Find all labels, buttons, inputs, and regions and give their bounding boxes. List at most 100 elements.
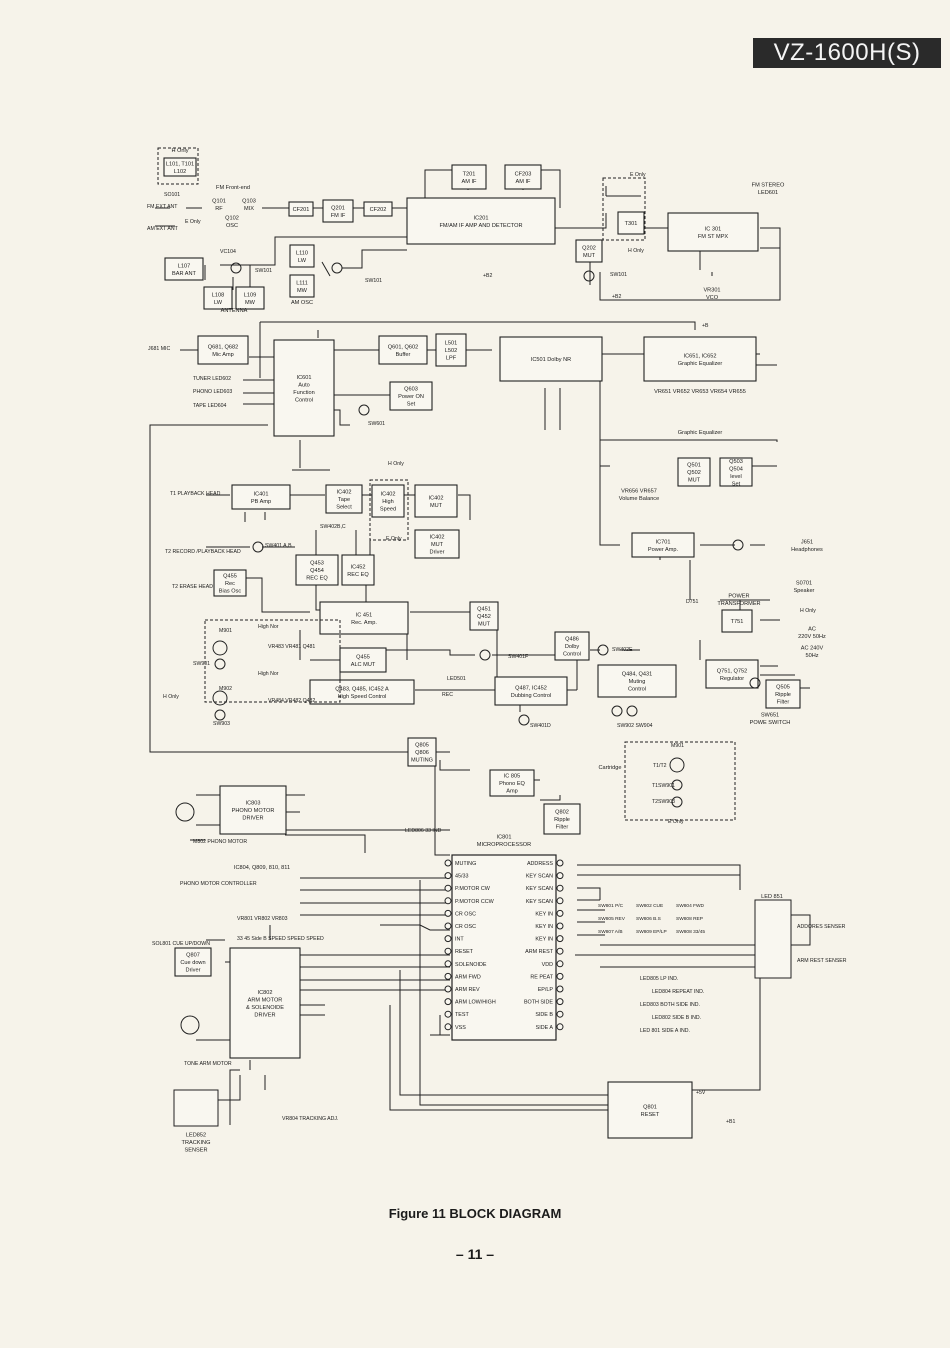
option-region (369, 479, 409, 541)
block-box (203, 286, 233, 310)
block-label: Q501 (687, 463, 701, 469)
mpu-pin (444, 859, 452, 867)
block-label: LW (298, 258, 307, 264)
mpu-right-pin-label: ARM REST (525, 949, 554, 955)
mpu-left-pin-label: ARM REV (455, 987, 480, 993)
block-label: Graphic Equalizer (678, 361, 723, 367)
block-label: Q201 (331, 205, 345, 211)
block-label: MW (297, 288, 308, 294)
label-sw402e: SW402E (612, 647, 633, 653)
block-label: LED852 (186, 1133, 206, 1139)
block-box (363, 201, 393, 217)
label-rec: REC (442, 692, 453, 698)
block-box (229, 947, 301, 1059)
block-label: High (382, 499, 394, 505)
block-label: Driver (186, 968, 201, 974)
block-label: Headphones (791, 547, 823, 553)
block-label: Q455 (223, 574, 237, 580)
block-cartridge: Cartridge (598, 765, 621, 771)
block-label: L109 (244, 292, 256, 298)
block-antenna: ANTENNA (221, 308, 248, 314)
block-label: Q802 (555, 810, 569, 816)
block-label: IC452 (351, 564, 366, 570)
mpu-left-pin-label: VSS (455, 1025, 466, 1031)
block-label: L111 (296, 280, 308, 286)
mpu-right-pin-label: KEY SCAN (526, 899, 553, 905)
label-so101: SO101 (164, 192, 180, 198)
block-label: TRACKING (182, 1140, 211, 1146)
block-label: RESET (641, 1112, 660, 1118)
block-label: L102 (174, 169, 186, 175)
label-m902: M902 (219, 686, 232, 692)
mpu-pin (556, 922, 564, 930)
block-box (295, 554, 339, 586)
block-label: IC803 (246, 801, 261, 807)
mpu-right-pin-label: SIDE B (535, 1012, 553, 1018)
block-label: Function (293, 390, 314, 396)
block-box (288, 201, 314, 217)
block-label: Speaker (794, 588, 815, 594)
block-label: L108 (212, 292, 224, 298)
block-label: REC EQ (347, 572, 369, 578)
block-label: T751 (731, 619, 744, 625)
block-label: IC201 (474, 215, 489, 221)
block-label: level (730, 474, 742, 480)
block-label: High Speed Control (338, 694, 387, 700)
mpu-left-pin-label: ARM FWD (455, 974, 481, 980)
block-box (406, 197, 556, 245)
label-led501: LED501 (447, 676, 466, 682)
mpu-pin (444, 972, 452, 980)
block-label: H Only (171, 148, 188, 154)
block-label: Power Amp. (648, 547, 679, 553)
mpu-right-pin-label: KEY IN (535, 911, 553, 917)
block-label: AM OSC (291, 300, 313, 306)
label-sw601: SW601 (368, 421, 385, 427)
block-fmFront: FM Front-end (216, 185, 250, 191)
block-label: L501 (445, 341, 457, 347)
model-badge: VZ-1600H(S) (753, 38, 941, 68)
block-label: IC601 (297, 375, 312, 381)
switch-symbol (671, 779, 683, 791)
label-vr804: VR804 TRACKING ADJ. (282, 1116, 338, 1122)
block-label: FM/AM IF AMP AND DETECTOR (439, 223, 522, 229)
block-box (322, 199, 354, 223)
label-sw401f: SW401F (508, 654, 528, 660)
block-box (631, 532, 695, 558)
mpu-right-pin-label: SIDE A (536, 1025, 554, 1031)
label-fmExt: FM EXT ANT (147, 204, 178, 210)
block-label: J651 (801, 539, 813, 545)
block-label: Select (336, 505, 352, 511)
block-label: Muting (629, 679, 646, 685)
mpu-right-pin-label: KEY SCAN (526, 874, 553, 880)
block-label: Q455 (356, 654, 370, 660)
block-label: Q484, Q431 (622, 672, 652, 678)
block-led851: LED 851 (761, 894, 783, 900)
block-box (414, 484, 458, 518)
block-label: Q502 (687, 470, 701, 476)
mpu-pin (444, 935, 452, 943)
block-box (389, 381, 433, 411)
block-label: AM IF (462, 179, 477, 185)
label-t2head: T2 RECORD /PLAYBACK HEAD (165, 549, 241, 555)
block-label: LW (214, 300, 223, 306)
block-label: ANTENNA (221, 308, 248, 314)
label-t1t2: T1/T2 (653, 763, 667, 769)
page-number: – 11 – (455, 1246, 495, 1262)
block-box (289, 274, 315, 298)
mpu-left-pin-label: MUTING (455, 861, 476, 867)
mpu-left-pin-label: P.MOTOR CW (455, 886, 491, 892)
mpu-pin (444, 922, 452, 930)
mpu-left-pin-label: ARM LOW/HIGH (455, 1000, 496, 1006)
